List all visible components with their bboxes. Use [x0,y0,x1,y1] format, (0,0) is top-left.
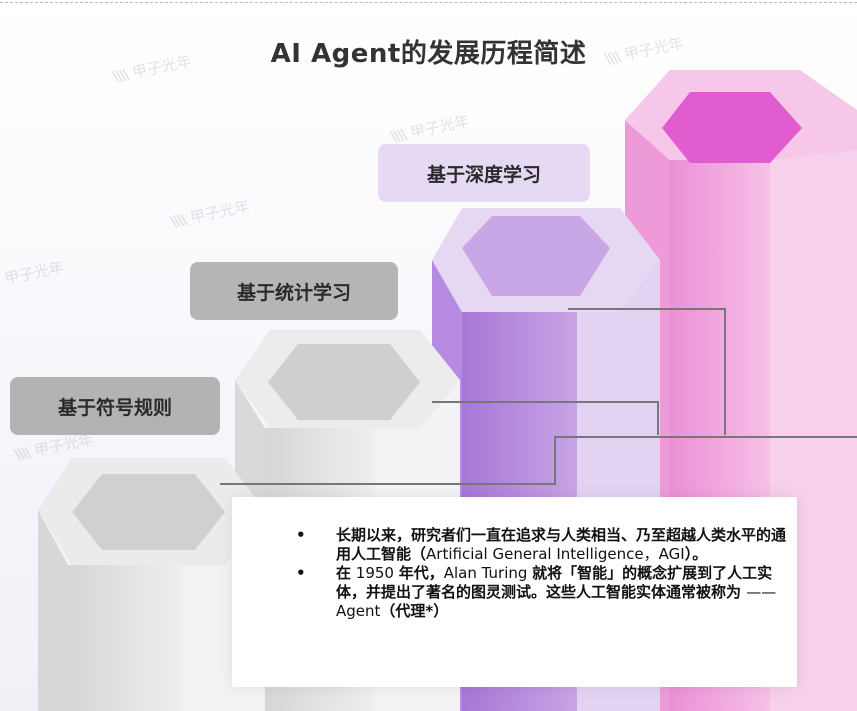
pillar-1 [38,458,265,711]
bullet-text: 在 [336,564,352,582]
bullet-text: Alan Turing [443,564,533,582]
bullet-dot-icon: • [296,564,306,582]
page-title: AI Agent的发展历程简述 [270,39,587,70]
stage-label-symbolic: 基于符号规则 [10,377,220,435]
bullet-text: —— Agent [336,583,777,620]
connector-line-2 [432,401,659,435]
dashed-border [0,2,857,3]
description-list: • 长期以来，研究者们一直在追求与人类相当、乃至超越人类水平的通用人工智能（Ar… [290,526,790,621]
bullet-item: • 长期以来，研究者们一直在追求与人类相当、乃至超越人类水平的通用人工智能（Ar… [290,526,790,564]
bullet-dot-icon: • [296,526,306,544]
bullet-text: （代理*） [380,602,449,620]
bullet-item: • 在 1950 年代，Alan Turing 就将「智能」的概念扩展到了人工实… [290,564,790,621]
connector-line-3 [568,308,726,435]
bullet-text: 年代， [398,564,444,582]
stage-label-deep-learning: 基于深度学习 [378,144,590,202]
bullet-text: Artificial General Intelligence，AGI [426,545,685,563]
bullet-text: 就将「智能」的概念扩展到了人工实体，并提出了著名的图灵测试。这些人工智能实体通常… [336,564,773,601]
stage-label-statistical: 基于统计学习 [190,262,398,320]
connector-line-1 [220,436,857,485]
bullet-text: 1950 [351,564,399,582]
bullet-text: ）。 [684,545,708,563]
description-box [232,497,797,687]
bullet-text: 长期以来，研究者们一直在追求与人类相当、乃至超越人类水平的通用人工智能（ [336,526,787,563]
